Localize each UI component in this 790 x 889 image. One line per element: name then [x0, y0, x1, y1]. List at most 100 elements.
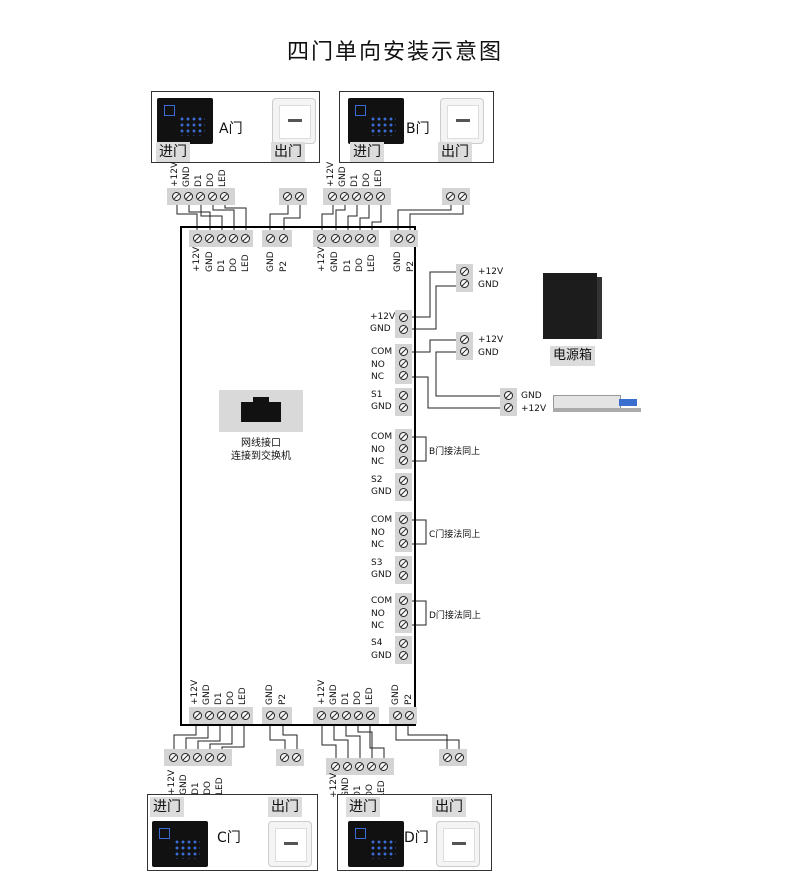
door-a-box: A门 进门 出门 [151, 91, 320, 163]
note-door-d: D门接法同上 [429, 611, 481, 621]
controller-pin-label: P2 [404, 693, 414, 705]
relay3-label: COM [371, 515, 393, 525]
door-b-button-terminal [442, 188, 470, 205]
controller-pin-label: GND [202, 684, 212, 705]
relay1-label: NC [371, 372, 385, 382]
door-c-pin-label: LED [215, 777, 225, 795]
power-supply-label: 电源箱 [550, 346, 596, 366]
controller-pin-label: GND [266, 251, 276, 272]
door-b-name: B门 [406, 121, 430, 137]
door-b-box: B门 进门 出门 [339, 91, 494, 163]
controller-pin-label: LED [241, 254, 251, 272]
door-a-exit-label: 出门 [271, 142, 305, 162]
controller-pin-label: GND [205, 251, 215, 272]
relay3-label: NO [371, 528, 385, 538]
note-door-c: C门接法同上 [429, 530, 481, 540]
controller-pin-label: GND [265, 684, 275, 705]
sensor4-label: S4 [371, 638, 383, 648]
relay4-label: NC [371, 621, 385, 631]
controller-reader3-terminal [189, 707, 253, 724]
door-c-pin-label: GND [179, 774, 189, 795]
door-d-reader-terminal [326, 758, 394, 775]
psu-output-label: GND [478, 348, 499, 358]
exit-button-icon [268, 821, 312, 867]
psu-output-label: +12V [478, 335, 504, 345]
controller-pin-label: DO [226, 690, 236, 705]
sensor2-terminal [395, 473, 412, 501]
door-a-pin-label: GND [182, 166, 192, 187]
door-c-exit-label: 出门 [268, 797, 302, 817]
controller-board [180, 226, 416, 726]
diagram-title: 四门单向安装示意图 [286, 40, 503, 65]
controller-pin-label: D1 [341, 692, 351, 705]
exit-button-icon [272, 98, 316, 144]
network-port-label: 网线接口 连接到交换机 [231, 438, 291, 462]
relay2-label: NC [371, 457, 385, 467]
controller-button3-terminal [262, 707, 292, 724]
controller-pin-label: D1 [214, 692, 224, 705]
sensor1-label: GND [371, 402, 392, 412]
sensor1-terminal [395, 388, 412, 416]
relay2-label: COM [371, 432, 393, 442]
door-b-pin-label: LED [374, 169, 384, 187]
door-a-name: A门 [219, 121, 243, 137]
door-b-entry-label: 进门 [350, 142, 384, 162]
relay4-terminal [395, 593, 412, 633]
relay1-label: COM [371, 347, 393, 357]
sensor2-label: GND [371, 487, 392, 497]
door-a-reader-terminal [167, 188, 235, 205]
power-supply-icon [543, 273, 602, 339]
door-a-button-terminal [279, 188, 307, 205]
controller-pin-label: P2 [278, 693, 288, 705]
note-door-b: B门接法同上 [429, 447, 481, 457]
card-reader-icon [157, 98, 213, 144]
controller-pin-label: LED [365, 687, 375, 705]
door-d-exit-label: 出门 [432, 797, 466, 817]
door-c-button-terminal [276, 749, 304, 766]
controller-pin-label: GND [330, 251, 340, 272]
lock-terminal [500, 388, 517, 416]
card-reader-icon [152, 821, 208, 867]
door-b-pin-label: D1 [350, 174, 360, 187]
door-d-name: D门 [404, 830, 429, 846]
sensor4-terminal [395, 636, 412, 664]
door-a-pin-label: +12V [170, 161, 180, 187]
electric-lock-icon [553, 392, 641, 412]
relay2-label: NO [371, 445, 385, 455]
lock-pin-label: GND [521, 391, 542, 401]
sensor1-label: S1 [371, 390, 383, 400]
controller-pin-label: +12V [317, 679, 327, 705]
sensor3-label: S3 [371, 558, 383, 568]
controller-power-label: +12V [370, 312, 396, 322]
relay3-terminal [395, 512, 412, 552]
controller-pin-label: DO [355, 257, 365, 272]
door-a-pin-label: DO [206, 172, 216, 187]
controller-power-label: GND [370, 324, 391, 334]
controller-pin-label: D1 [343, 259, 353, 272]
psu-input-label: +12V [478, 267, 504, 277]
card-reader-icon [348, 821, 404, 867]
card-reader-icon [348, 98, 404, 144]
network-port-icon [219, 390, 303, 432]
psu-input-label: GND [478, 280, 499, 290]
controller-pin-label: GND [329, 684, 339, 705]
relay4-label: NO [371, 609, 385, 619]
sensor3-terminal [395, 556, 412, 584]
door-c-reader-terminal [164, 749, 232, 766]
controller-reader1-terminal [189, 230, 253, 247]
door-c-pin-label: DO [203, 780, 213, 795]
door-a-entry-label: 进门 [156, 142, 190, 162]
door-c-name: C门 [217, 830, 241, 846]
controller-pin-label: +12V [317, 246, 327, 272]
door-b-reader-terminal [323, 188, 391, 205]
relay1-label: NO [371, 360, 385, 370]
controller-power-terminal [395, 310, 412, 338]
door-b-pin-label: +12V [326, 161, 336, 187]
controller-pin-label: DO [353, 690, 363, 705]
controller-reader4-terminal [313, 707, 379, 724]
sensor3-label: GND [371, 570, 392, 580]
exit-button-icon [436, 821, 480, 867]
door-d-box: 进门 出门 D门 [337, 794, 492, 871]
door-b-exit-label: 出门 [438, 142, 472, 162]
exit-button-icon [440, 98, 484, 144]
